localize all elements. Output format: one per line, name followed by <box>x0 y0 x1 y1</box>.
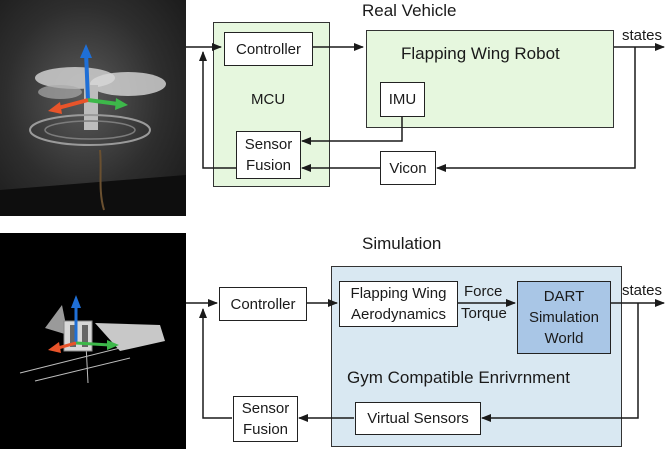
sensor-fusion-block: Sensor Fusion <box>236 131 301 179</box>
sim-sensor-fusion-block: Sensor Fusion <box>233 396 298 442</box>
virtual-sensors-block: Virtual Sensors <box>355 402 481 435</box>
dart-simulation-world-block: DART Simulation World <box>517 281 611 354</box>
simulated-robot-render <box>0 233 186 449</box>
real-robot-photo <box>0 0 186 216</box>
real-robot-illustration <box>0 0 186 216</box>
simulation-title: Simulation <box>362 234 442 253</box>
force-label: Force <box>464 283 503 300</box>
sim-controller-block: Controller <box>219 287 307 321</box>
sim-states-label: states <box>622 282 663 299</box>
flapping-wing-robot-label: Flapping Wing Robot <box>401 44 560 63</box>
real-vehicle-title: Real Vehicle <box>362 1 457 20</box>
imu-block: IMU <box>380 82 425 117</box>
real-states-label: states <box>622 27 663 44</box>
torque-label: Torque <box>461 305 507 322</box>
simulated-robot-illustration <box>0 233 186 449</box>
controller-block: Controller <box>224 32 313 66</box>
mcu-label: MCU <box>251 91 286 108</box>
vicon-block: Vicon <box>380 151 436 185</box>
aerodynamics-block: Flapping Wing Aerodynamics <box>339 281 458 327</box>
gym-environment-label: Gym Compatible Enrivrnment <box>347 368 570 387</box>
